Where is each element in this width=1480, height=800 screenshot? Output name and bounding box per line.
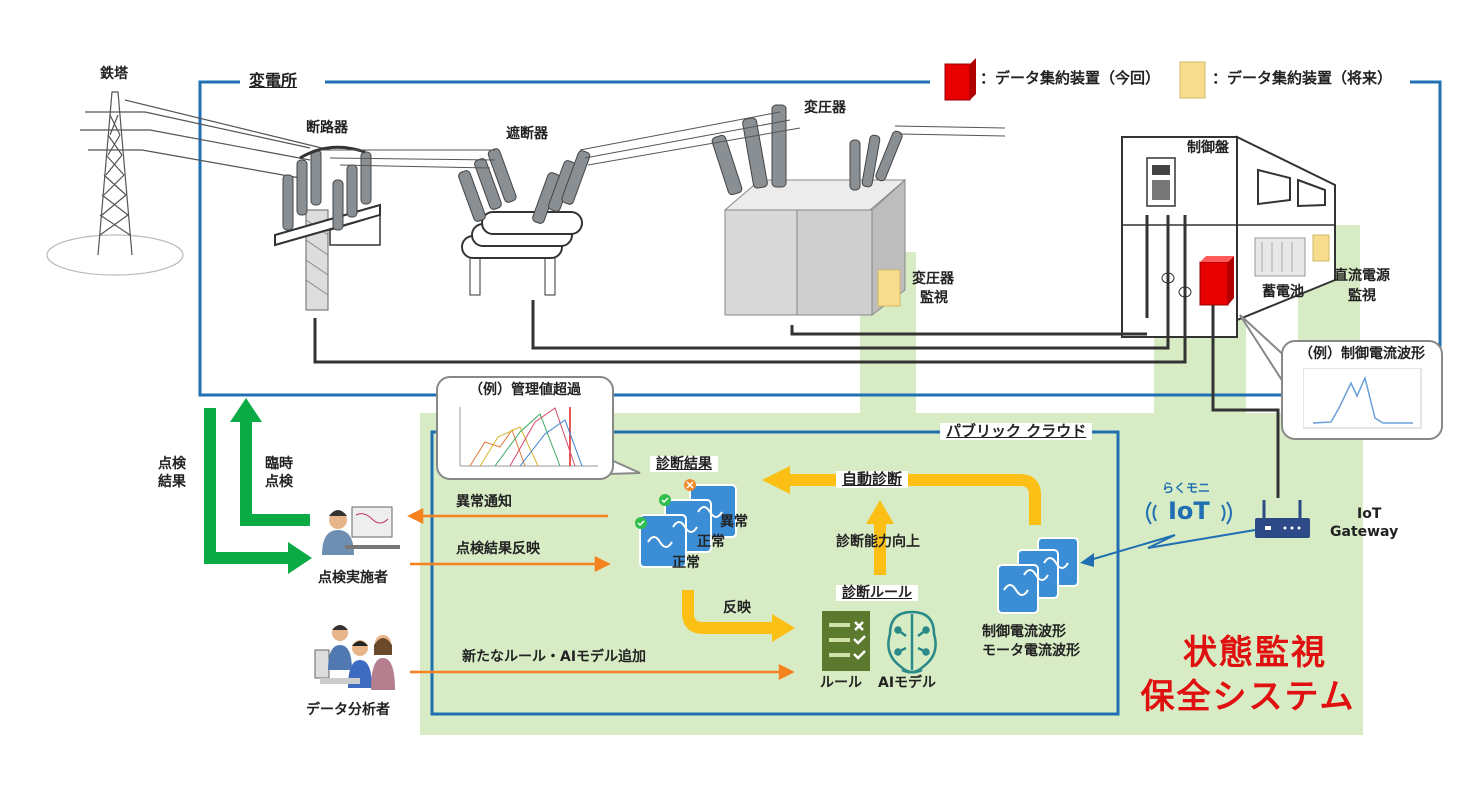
overhead-lines — [320, 111, 1006, 169]
iot-signal-icon — [1146, 501, 1232, 525]
analyst-icon — [314, 625, 395, 690]
reflect-result-label: 点検結果反映 — [456, 541, 540, 557]
ai-brain-icon — [887, 610, 937, 674]
reflect-label: 反映 — [723, 600, 751, 616]
legend-current-label: ：データ集約装置（今回） — [980, 69, 1161, 87]
cloud-frame — [430, 430, 1120, 716]
iot-arrowhead — [1080, 553, 1094, 567]
battery-label: 蓄電池 — [1262, 284, 1304, 300]
waveform-chart — [1303, 368, 1422, 429]
anomaly-notice-label: 異常通知 — [456, 494, 512, 510]
control-panel-icon — [1121, 135, 1336, 338]
interrupter-icon — [458, 148, 591, 296]
rule-label: ルール — [820, 675, 862, 691]
transformer-label: 変圧器 — [804, 100, 846, 116]
extra-inspection-line1: 臨時 — [265, 456, 293, 472]
diag-improve-label: 診断能力向上 — [836, 534, 920, 550]
iot-brand-label: らくモニ — [1162, 481, 1211, 495]
gateway-icon — [1255, 500, 1310, 538]
inspection-result-line2: 結果 — [158, 474, 186, 490]
tower-label: 鉄塔 — [100, 66, 128, 82]
inspector-icon — [322, 506, 400, 555]
gold-head-left — [762, 466, 790, 494]
transformer-monitor-line2: 監視 — [920, 290, 948, 306]
substation-frame — [198, 80, 1442, 397]
gold-arrows — [682, 474, 1041, 634]
iot-link — [1089, 529, 1256, 561]
transformer-monitor-line1: 変圧器 — [912, 271, 954, 287]
new-rule-label: 新たなルール・AIモデル追加 — [462, 649, 647, 665]
gold-head-right — [772, 614, 795, 642]
cloud-title: パブリック クラウド — [940, 422, 1093, 441]
iot-logo-label: IoT — [1168, 497, 1210, 525]
legend-current-swatch — [944, 58, 976, 101]
signal-cables — [313, 290, 1280, 498]
green-arrows — [204, 408, 310, 564]
gateway-label-line2: Gateway — [1330, 524, 1399, 540]
green-arrowhead-up — [230, 398, 262, 422]
waveform-label-line2: モータ電流波形 — [982, 643, 1080, 659]
control-panel-label: 制御盤 — [1187, 140, 1229, 156]
threshold-callout-title: （例）管理値超過 — [469, 382, 581, 398]
gateway-label-line1: IoT — [1357, 506, 1382, 522]
abnormal-label: 異常 — [720, 514, 748, 530]
result-title: 診断結果 — [650, 456, 718, 473]
extra-inspection-line2: 点検 — [265, 474, 293, 490]
inspection-result-line1: 点検 — [158, 456, 186, 472]
analyst-label: データ分析者 — [306, 702, 390, 718]
threshold-callout: （例）管理値超過 — [436, 376, 614, 480]
inspector-label: 点検実施者 — [318, 570, 388, 586]
rule-icon — [822, 611, 870, 671]
normal-label-1: 正常 — [672, 555, 700, 571]
dc-monitor-line2: 監視 — [1348, 288, 1376, 304]
waveform-documents-icon — [997, 537, 1079, 614]
cross-icon — [684, 479, 696, 491]
interrupter-label: 遮断器 — [506, 126, 548, 142]
system-title-line2: 保全システム — [1140, 677, 1356, 717]
system-title-line1: 状態監視 — [1183, 633, 1327, 673]
breaker-label: 断路器 — [306, 120, 348, 136]
legend-future-swatch — [1179, 61, 1206, 99]
waveform-callout-title: （例）制御電流波形 — [1299, 346, 1425, 362]
ai-model-label: AIモデル — [878, 675, 937, 691]
dc-monitor-line1: 直流電源 — [1334, 268, 1390, 284]
transformer-icon — [711, 104, 907, 317]
tower-icon — [46, 91, 331, 276]
collector-current-device — [1199, 256, 1234, 306]
rule-title: 診断ルール — [836, 585, 918, 602]
result-documents-icon — [639, 484, 737, 568]
legend-future-label: ：データ集約装置（将来） — [1212, 69, 1393, 87]
green-arrowhead-right — [288, 542, 312, 574]
waveform-callout: （例）制御電流波形 — [1281, 340, 1443, 440]
gold-head-up — [866, 500, 894, 524]
collector-future-device — [877, 234, 1330, 307]
normal-label-2: 正常 — [697, 534, 725, 550]
waveform-label-line1: 制御電流波形 — [982, 624, 1066, 640]
check-icon — [635, 494, 671, 529]
orange-arrows — [407, 507, 795, 681]
substation-title: 変電所 — [243, 71, 304, 91]
threshold-chart — [459, 407, 598, 467]
breaker-icon — [274, 145, 381, 311]
auto-diag-label: 自動診断 — [836, 470, 909, 489]
